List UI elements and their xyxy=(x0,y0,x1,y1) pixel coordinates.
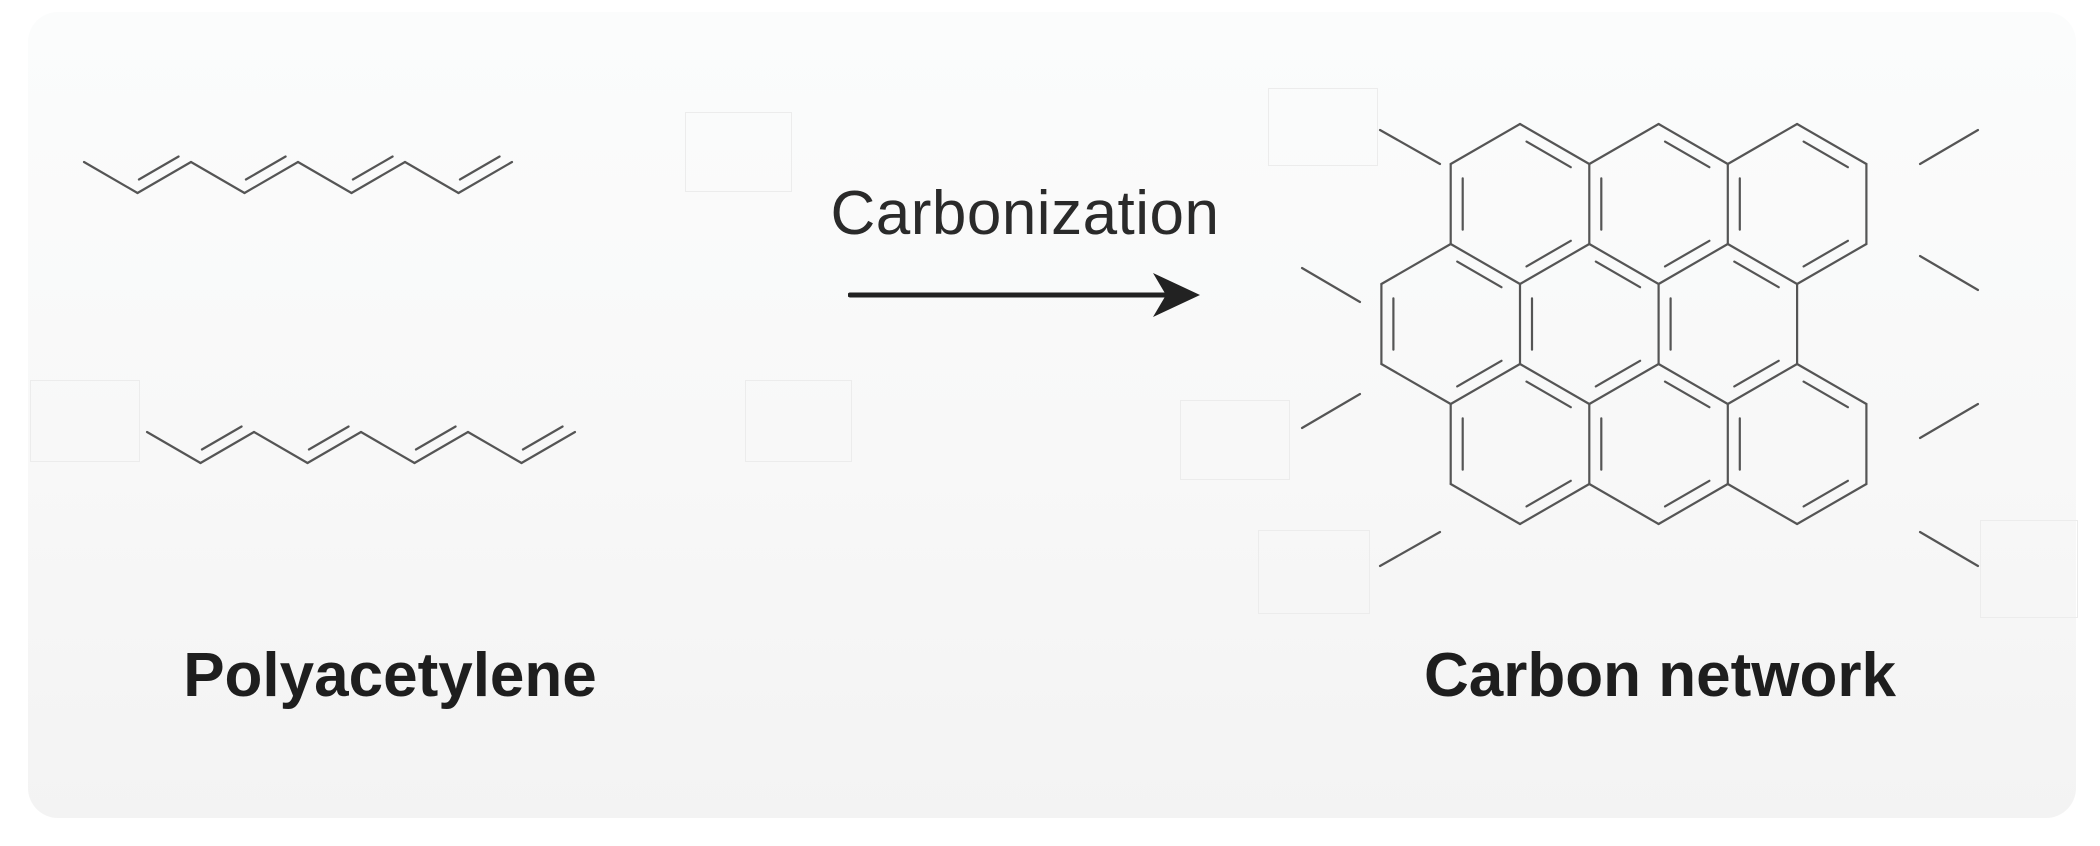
double-bond-line xyxy=(1525,239,1572,268)
single-bond xyxy=(520,430,577,465)
lattice-bond xyxy=(1380,362,1452,406)
single-bond xyxy=(296,160,353,195)
lattice-bond xyxy=(1588,122,1660,166)
lattice-bond xyxy=(1588,362,1660,406)
lattice-bond xyxy=(1795,122,1868,166)
double-bond-line xyxy=(1456,260,1503,289)
double-bond-line xyxy=(1802,140,1850,169)
single-bond xyxy=(306,430,363,465)
terminal-bond xyxy=(1300,392,1362,430)
lattice-bond xyxy=(1449,242,1522,286)
terminal-bond xyxy=(1918,402,1980,440)
single-bond xyxy=(199,430,256,465)
single-bond xyxy=(359,430,416,465)
lattice-bond xyxy=(1795,362,1868,406)
ghost-box xyxy=(1180,400,1290,480)
lattice-bond xyxy=(1518,122,1591,166)
terminal-bond xyxy=(1378,128,1442,166)
lattice-bond xyxy=(1588,482,1660,526)
lattice-bond xyxy=(1449,122,1522,166)
terminal-bond xyxy=(1918,128,1980,166)
double-bond-line xyxy=(1663,380,1711,409)
lattice-bond xyxy=(1657,242,1729,286)
double-bond-line xyxy=(244,155,287,181)
diagram-card xyxy=(28,12,2076,818)
terminal-bond xyxy=(1300,266,1362,304)
ghost-box xyxy=(685,112,792,192)
lattice-bond xyxy=(1380,242,1452,286)
double-bond-line xyxy=(1594,359,1642,388)
lattice-bond xyxy=(1449,362,1522,406)
carbon-network-lattice xyxy=(1300,122,1980,568)
double-bond-line xyxy=(351,155,394,181)
double-bond-line xyxy=(521,425,564,451)
lattice-bond xyxy=(1588,242,1660,286)
ghost-box xyxy=(745,380,852,462)
single-bond xyxy=(136,160,193,195)
double-bond-line xyxy=(1525,140,1572,169)
reactant-caption: Polyacetylene xyxy=(183,641,597,710)
double-bond-line xyxy=(1663,239,1711,268)
double-bond-line xyxy=(200,425,243,451)
lattice-bond xyxy=(1657,362,1729,406)
double-bond-line xyxy=(1663,140,1711,169)
double-bond-line xyxy=(1802,380,1850,409)
polyacetylene-chain xyxy=(82,155,514,195)
single-bond xyxy=(350,160,407,195)
double-bond-line xyxy=(1733,359,1780,388)
lattice-bond xyxy=(1449,482,1522,526)
product-caption: Carbon network xyxy=(1424,641,1896,710)
ghost-box xyxy=(30,380,140,462)
ghost-box xyxy=(1980,520,2078,618)
double-bond-line xyxy=(458,155,501,181)
reaction-condition-label: Carbonization xyxy=(830,179,1220,248)
single-bond xyxy=(403,160,460,195)
double-bond-line xyxy=(1802,239,1850,268)
lattice-bond xyxy=(1657,122,1729,166)
single-bond xyxy=(252,430,309,465)
terminal-bond xyxy=(1378,530,1442,568)
single-bond xyxy=(413,430,470,465)
single-bond xyxy=(189,160,246,195)
lattice-bond xyxy=(1795,242,1868,286)
double-bond-line xyxy=(1663,479,1711,508)
double-bond-line xyxy=(1733,260,1780,289)
lattice-bond xyxy=(1518,362,1591,406)
single-bond xyxy=(145,430,202,465)
lattice-bond xyxy=(1726,122,1799,166)
terminal-bond xyxy=(1918,530,1980,568)
lattice-bond xyxy=(1657,482,1729,526)
double-bond-line xyxy=(1802,479,1850,508)
terminal-bond xyxy=(1918,254,1980,292)
lattice-bond xyxy=(1726,482,1799,526)
double-bond-line xyxy=(1456,359,1503,388)
double-bond-line xyxy=(414,425,457,451)
double-bond-line xyxy=(1525,479,1572,508)
single-bond xyxy=(82,160,139,195)
double-bond-line xyxy=(1525,380,1572,409)
polyacetylene-chain xyxy=(145,425,577,465)
double-bond-line xyxy=(137,155,180,181)
ghost-box xyxy=(1258,530,1370,614)
single-bond xyxy=(466,430,523,465)
lattice-bond xyxy=(1795,482,1868,526)
double-bond-line xyxy=(307,425,350,451)
reaction-arrow xyxy=(848,273,1200,317)
ghost-box xyxy=(1268,88,1378,166)
lattice-bond xyxy=(1518,242,1591,286)
lattice-bond xyxy=(1518,482,1591,526)
double-bond-line xyxy=(1594,260,1642,289)
single-bond xyxy=(243,160,300,195)
lattice-bond xyxy=(1726,362,1799,406)
single-bond xyxy=(457,160,514,195)
lattice-bond xyxy=(1726,242,1799,286)
